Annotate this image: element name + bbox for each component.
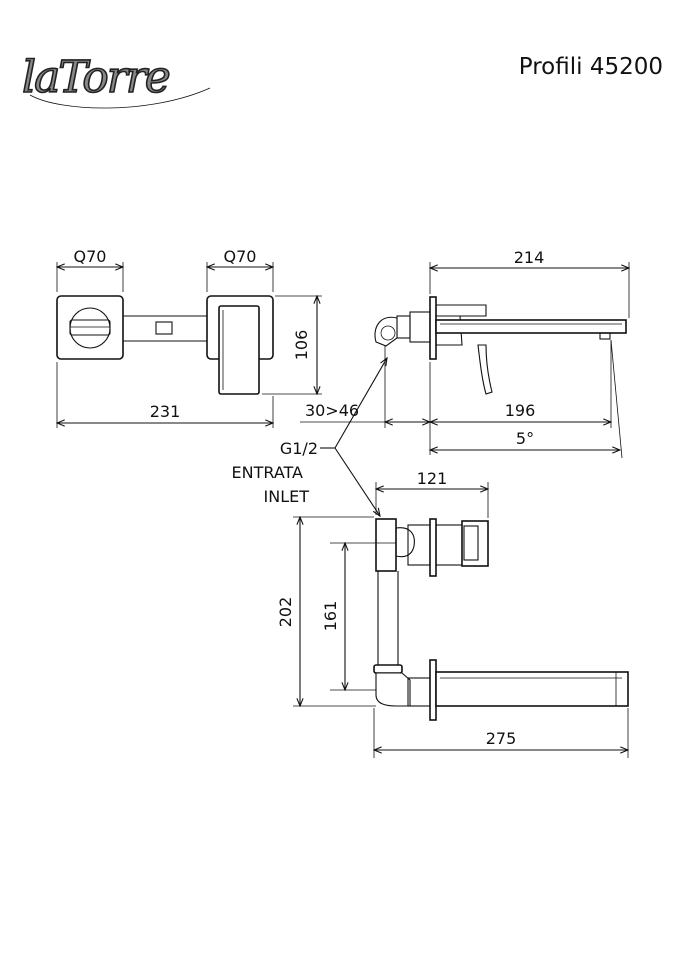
- dim-214: 214: [514, 248, 545, 267]
- brand-logo: laTorre: [21, 51, 211, 109]
- dim-231: 231: [150, 402, 181, 421]
- dim-106: 106: [292, 330, 311, 361]
- callout-entrata: ENTRATA: [232, 463, 304, 482]
- dim-5-degree: 5°: [516, 429, 534, 448]
- callout-thread: G1/2: [280, 439, 318, 458]
- dim-30-46: 30>46: [305, 401, 359, 420]
- callout-inlet: INLET: [264, 487, 310, 506]
- brand-logo-text: laTorre: [22, 52, 170, 103]
- top-view: [373, 518, 629, 721]
- dim-121: 121: [417, 469, 448, 488]
- side-view: [374, 296, 627, 395]
- dim-q70-right: Q70: [224, 247, 257, 266]
- dim-275: 275: [486, 729, 517, 748]
- dim-202: 202: [276, 597, 295, 628]
- dim-q70-left: Q70: [74, 247, 107, 266]
- model-title: Profili 45200: [519, 54, 663, 80]
- inlet-callout: [320, 358, 387, 516]
- front-view: [56, 295, 274, 395]
- dim-196: 196: [505, 401, 536, 420]
- dim-161: 161: [321, 601, 340, 632]
